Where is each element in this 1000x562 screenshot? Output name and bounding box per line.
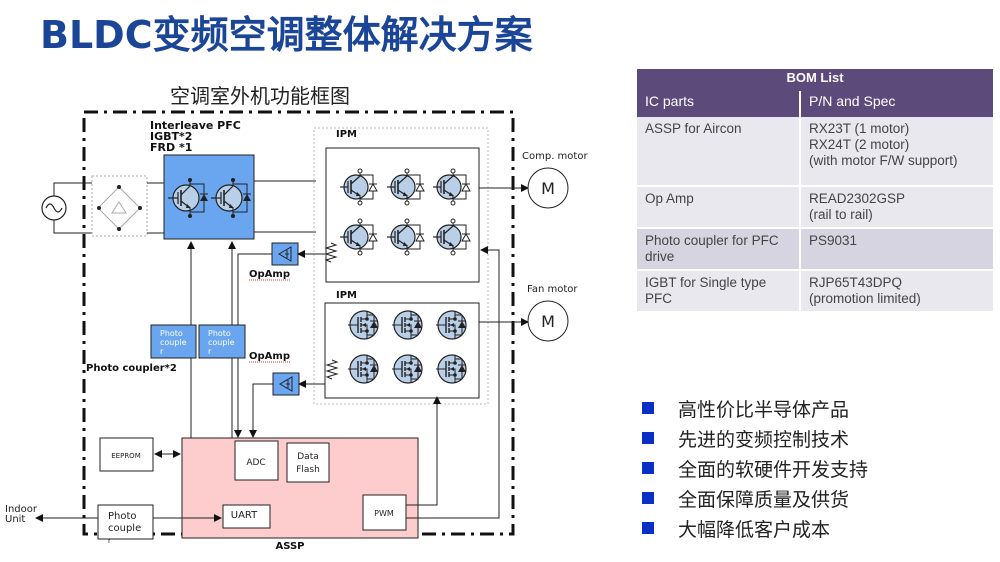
- opamp-bottom: [272, 372, 300, 396]
- feature-item: 大幅降低客户成本: [642, 513, 868, 543]
- photo-coupler-1: Photo couple r: [150, 324, 197, 359]
- eeprom-block: EEPROM: [99, 437, 154, 472]
- photo-coupler-indoor-line-3: r: [108, 537, 111, 545]
- bom-col-spec: P/N and Spec: [809, 93, 896, 109]
- feature-list: 高性价比半导体产品 先进的变频控制技术 全面的软硬件开发支持 全面保障质量及供货…: [642, 393, 868, 543]
- bom-row: Photo coupler for PFC drive PS9031: [637, 229, 993, 271]
- indoor-unit-label-1: Indoor: [5, 504, 38, 515]
- opamp-top-label: OpAmp: [249, 269, 290, 280]
- indoor-unit-label-2: Unit: [5, 514, 25, 525]
- fan-motor-label: Fan motor: [527, 284, 578, 295]
- bom-spec: RJP65T43DPQ (promotion limited): [801, 271, 993, 313]
- bom-row: IGBT for Single type PFC RJP65T43DPQ (pr…: [637, 271, 993, 313]
- photo-coupler-1-line-3: r: [160, 347, 164, 356]
- feature-text: 高性价比半导体产品: [678, 398, 850, 421]
- photo-coupler-2-line-2: couple: [208, 338, 235, 347]
- photo-coupler-count-label: Photo coupler*2: [86, 363, 177, 374]
- fan-motor-symbol: M: [541, 312, 555, 331]
- fan-motor-icon: M: [527, 300, 569, 342]
- bom-spec-line: PS9031: [809, 233, 858, 248]
- adc-block: ADC: [234, 440, 279, 481]
- block-diagram: Interleave PFC IGBT*2 FRD *1 IPM Comp. m…: [5, 110, 588, 552]
- feature-item: 全面的软硬件开发支持: [642, 453, 868, 483]
- pfc-module: [163, 154, 255, 240]
- ipm-fan-module: [324, 302, 480, 399]
- eeprom-label: EEPROM: [111, 452, 140, 460]
- pwm-label: PWM: [374, 509, 394, 518]
- opamp-top: [271, 242, 299, 266]
- feature-item: 全面保障质量及供货: [642, 483, 868, 513]
- photo-coupler-indoor-line-1: Photo: [108, 511, 137, 522]
- ac-source-icon: [41, 182, 92, 234]
- ipm-compressor-module: [325, 147, 480, 283]
- comp-motor-symbol: M: [541, 179, 555, 198]
- page-title: BLDC变频空调整体解决方案: [40, 13, 533, 57]
- photo-coupler-1-line-1: Photo: [160, 329, 183, 338]
- bom-part: IGBT for Single type PFC: [637, 271, 801, 313]
- opamp-bottom-label: OpAmp: [249, 351, 290, 362]
- square-bullet-icon: [642, 402, 654, 414]
- adc-label: ADC: [246, 458, 265, 468]
- bom-part: Op Amp: [637, 187, 801, 229]
- photo-coupler-2-line-3: r: [208, 347, 212, 356]
- feature-text: 先进的变频控制技术: [678, 428, 850, 451]
- bom-part: Photo coupler for PFC drive: [637, 229, 801, 271]
- square-bullet-icon: [642, 462, 654, 474]
- data-flash-block: Data Flash: [286, 442, 330, 483]
- photo-coupler-2-line-1: Photo: [208, 329, 231, 338]
- feature-text: 全面保障质量及供货: [678, 488, 850, 511]
- pfc-label-1: Interleave PFC: [150, 119, 241, 132]
- pfc-label-3: FRD *1: [150, 141, 192, 154]
- bom-spec-line: (promotion limited): [809, 291, 921, 306]
- bom-part: ASSP for Aircon: [637, 117, 801, 187]
- bom-spec-line: RJP65T43DPQ: [809, 275, 903, 290]
- bom-spec-line: RX23T (1 motor): [809, 121, 910, 136]
- assp-label: ASSP: [275, 541, 304, 552]
- photo-coupler-indoor-line-2: couple: [108, 523, 141, 534]
- bom-table: BOM List IC parts P/N and Spec ASSP for …: [637, 69, 993, 313]
- ipm-top-label: IPM: [336, 129, 357, 140]
- feature-text: 大幅降低客户成本: [678, 518, 831, 541]
- pfc-label-2: IGBT*2: [150, 130, 192, 143]
- ipm-bottom-label: IPM: [336, 290, 357, 301]
- diagram-title: 空调室外机功能框图: [170, 84, 350, 108]
- bom-spec: RX23T (1 motor) RX24T (2 motor) (with mo…: [801, 117, 993, 187]
- bom-row: Op Amp READ2302GSP (rail to rail): [637, 187, 993, 229]
- bridge-rectifier-icon: [91, 175, 148, 237]
- bom-spec-line: READ2302GSP: [809, 191, 906, 206]
- data-flash-label-2: Flash: [296, 465, 320, 475]
- square-bullet-icon: [642, 522, 654, 534]
- bom-spec: READ2302GSP (rail to rail): [801, 187, 993, 229]
- pwm-block: PWM: [362, 494, 407, 531]
- photo-coupler-indoor: Photo couple r: [97, 504, 154, 545]
- uart-label: UART: [231, 510, 258, 521]
- uart-block: UART: [222, 504, 271, 529]
- photo-coupler-1-line-2: couple: [160, 338, 187, 347]
- data-flash-label-1: Data: [297, 452, 319, 462]
- bom-title: BOM List: [786, 70, 844, 85]
- comp-motor-label: Comp. motor: [522, 151, 588, 162]
- bom-spec-line: (with motor F/W support): [809, 153, 958, 168]
- feature-item: 高性价比半导体产品: [642, 393, 868, 423]
- square-bullet-icon: [642, 492, 654, 504]
- bom-spec: PS9031: [801, 229, 993, 271]
- photo-coupler-2: Photo couple r: [198, 324, 246, 359]
- bom-spec-line: (rail to rail): [809, 207, 873, 222]
- feature-item: 先进的变频控制技术: [642, 423, 868, 453]
- square-bullet-icon: [642, 432, 654, 444]
- bom-spec-line: RX24T (2 motor): [809, 137, 910, 152]
- bom-row: ASSP for Aircon RX23T (1 motor) RX24T (2…: [637, 117, 993, 187]
- feature-text: 全面的软硬件开发支持: [678, 458, 869, 481]
- comp-motor-icon: M: [527, 167, 569, 209]
- bom-col-ic-parts: IC parts: [637, 91, 801, 117]
